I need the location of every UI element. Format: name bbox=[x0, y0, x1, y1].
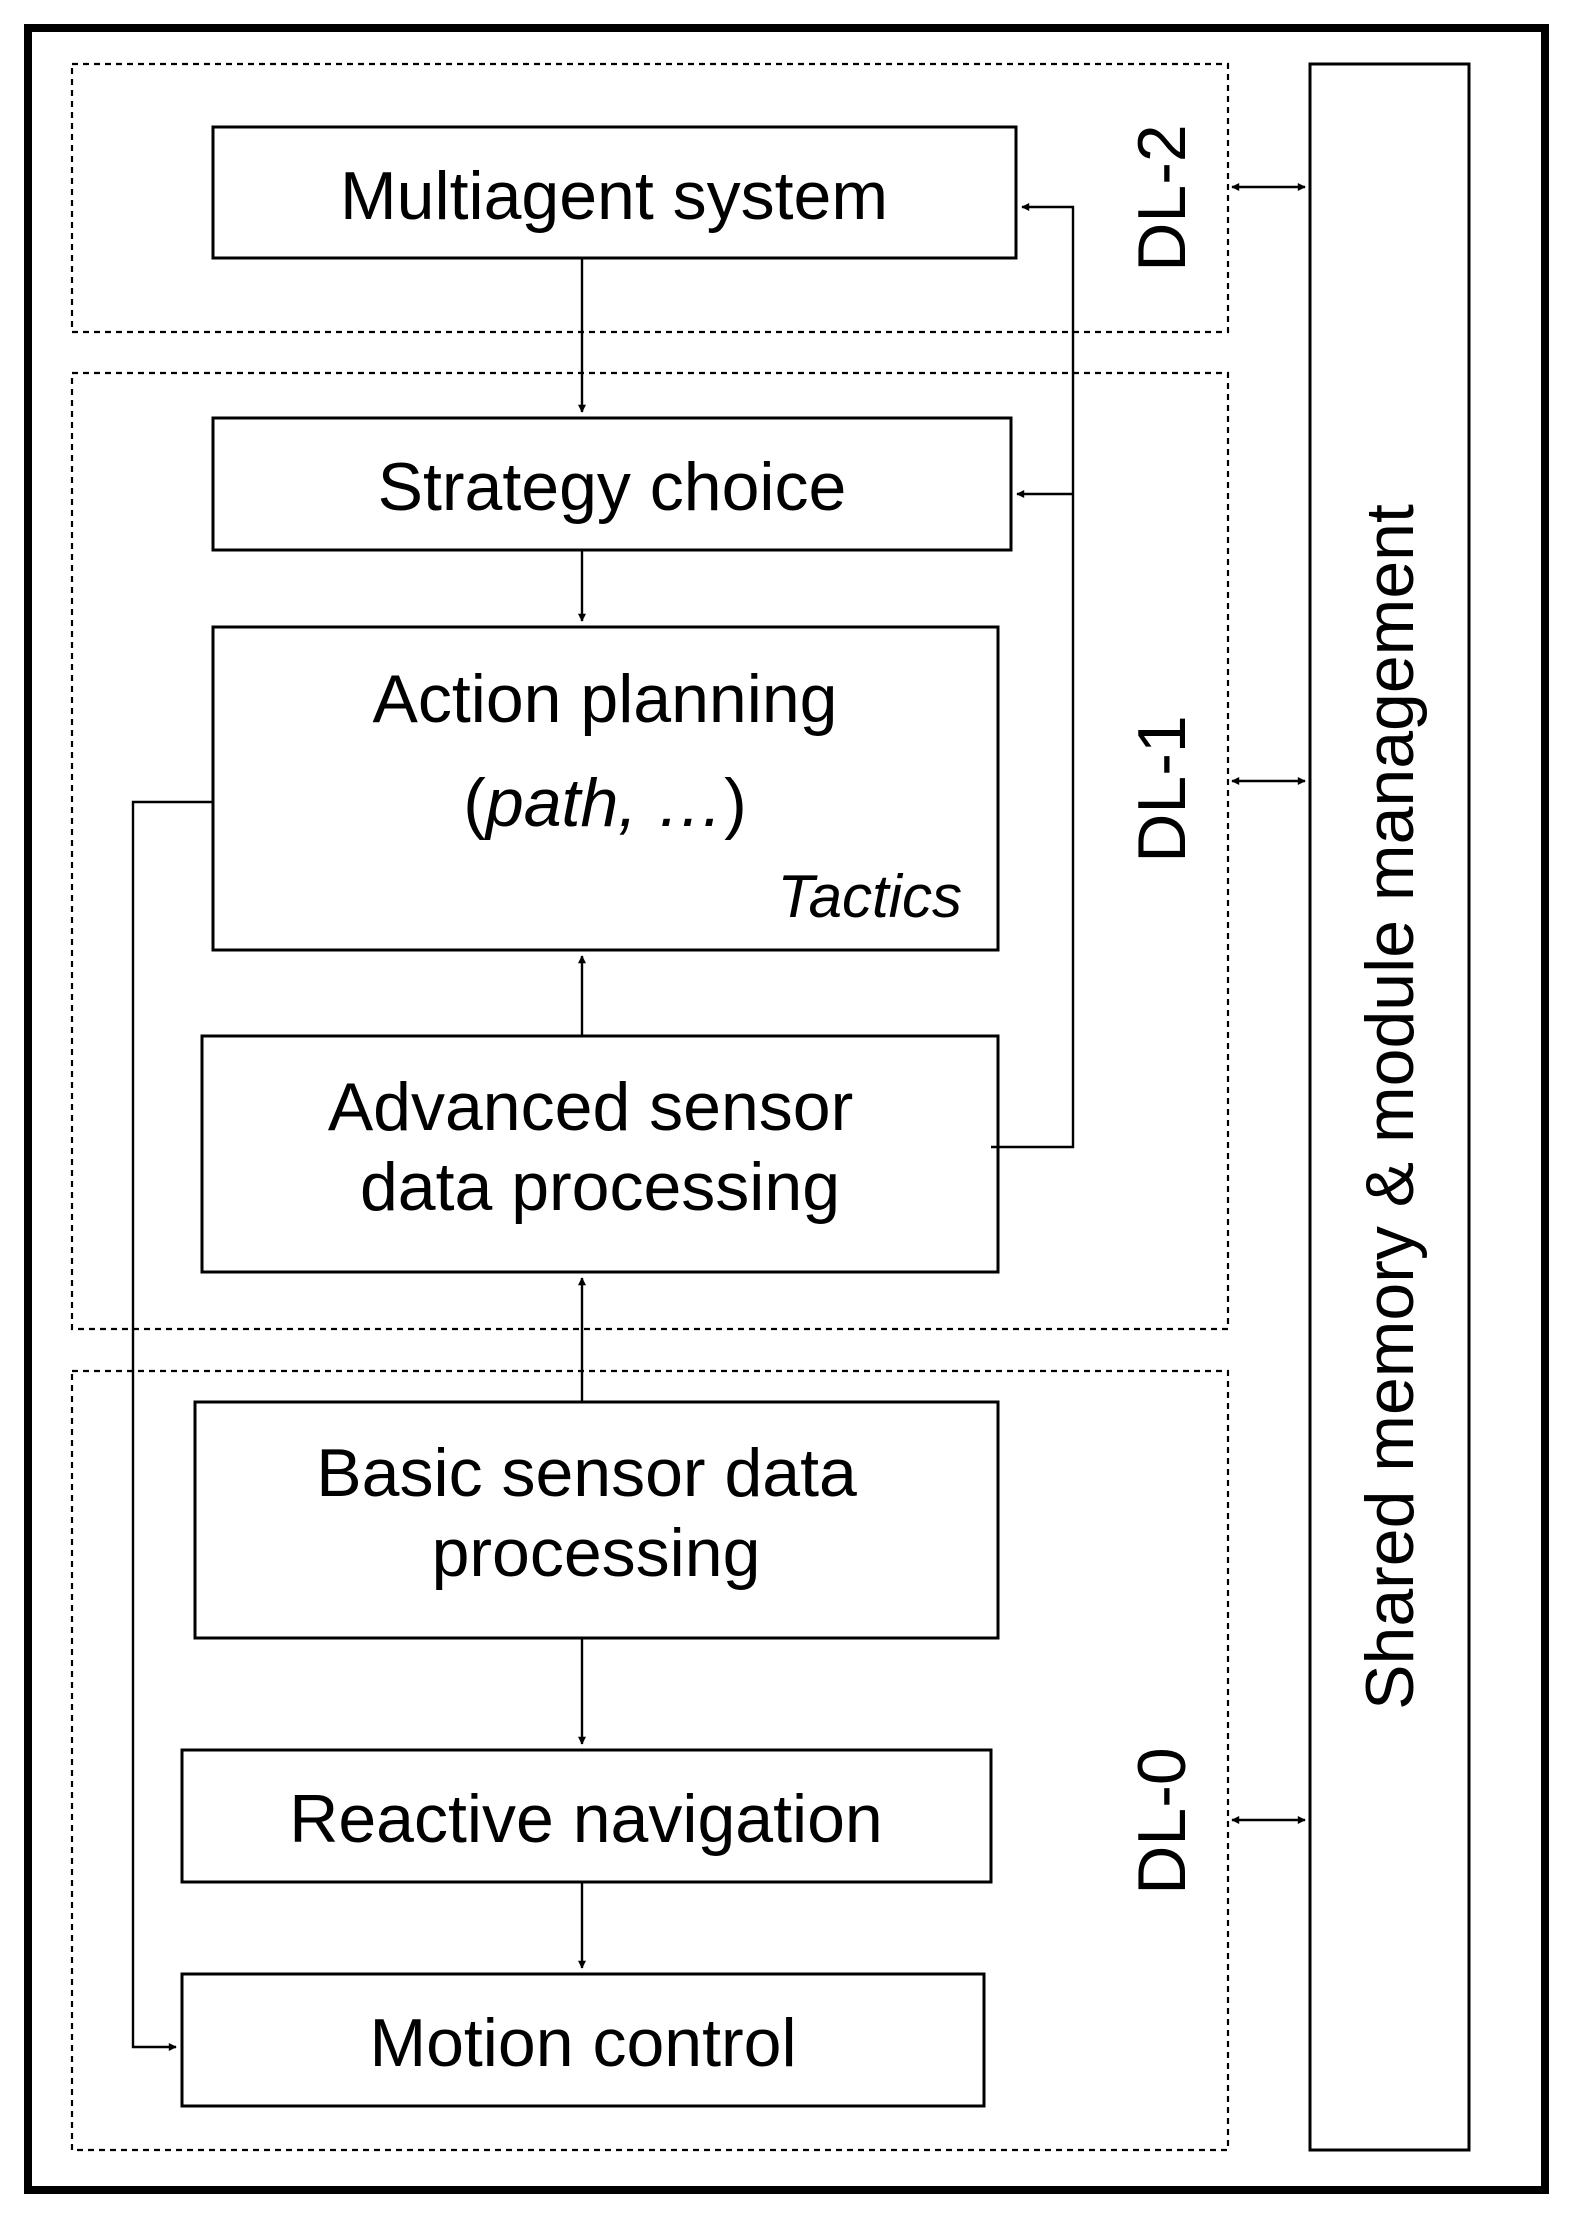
advanced-sensor-line-2: data processing bbox=[360, 1149, 840, 1225]
feedback-line-advanced-to-multiagent bbox=[991, 203, 1075, 1149]
svg-text:Advanced sensor data pro: Advanced sensor data processing bbox=[328, 1069, 872, 1225]
motion-control-box: Motion control bbox=[180, 1972, 986, 2108]
layer-label-dl1: DL-1 bbox=[1124, 715, 1200, 862]
svg-text:Action planning: Action planning bbox=[372, 661, 837, 737]
layer-dl2-region bbox=[70, 62, 1230, 334]
svg-text:Reactive navigation: Reactive navigation bbox=[289, 1781, 882, 1857]
outer-frame bbox=[24, 24, 1549, 2194]
basic-sensor-line-1: Basic sensor data bbox=[316, 1435, 857, 1511]
path-action-to-motion bbox=[131, 800, 213, 2051]
svg-text:Motion control: Motion control bbox=[369, 2005, 796, 2081]
tactics-label: Tactics bbox=[777, 863, 962, 930]
layer-dl1-region bbox=[70, 371, 1230, 1331]
action-planning-box: Action planning (path, …) Tactics bbox=[211, 625, 1000, 952]
multiagent-system-label: Multiagent system bbox=[340, 158, 888, 234]
multiagent-system-box: Multiagent system bbox=[211, 125, 1018, 260]
strategy-choice-box: Strategy choice bbox=[211, 416, 1013, 552]
action-planning-paren-close: ) bbox=[724, 765, 747, 841]
svg-text:Strategy choice: Strategy choice bbox=[378, 449, 847, 525]
svg-text:Basic sensor data proces: Basic sensor data processing bbox=[316, 1435, 875, 1591]
motion-control-label: Motion control bbox=[369, 2005, 796, 2081]
action-planning-detail: path, … bbox=[484, 765, 724, 841]
shared-memory-box bbox=[1308, 62, 1471, 2152]
layer-dl0-region bbox=[70, 1369, 1230, 2152]
action-planning-label: Action planning bbox=[372, 661, 837, 737]
advanced-sensor-line-1: Advanced sensor bbox=[328, 1069, 853, 1145]
basic-sensor-processing-box: Basic sensor data processing bbox=[193, 1400, 1000, 1640]
strategy-choice-label: Strategy choice bbox=[378, 449, 847, 525]
reactive-navigation-box: Reactive navigation bbox=[180, 1748, 993, 1884]
svg-text:Multiagent system: Multiagent system bbox=[340, 158, 888, 234]
layer-label-dl0: DL-0 bbox=[1124, 1747, 1200, 1894]
reactive-navigation-label: Reactive navigation bbox=[289, 1781, 882, 1857]
shared-memory-label: Shared memory & module management bbox=[1352, 504, 1428, 1710]
layer-label-dl2: DL-2 bbox=[1124, 124, 1200, 271]
action-planning-paren-open: ( bbox=[463, 765, 486, 841]
svg-text:(path, …): (path, …) bbox=[463, 765, 746, 841]
advanced-sensor-processing-box: Advanced sensor data processing bbox=[200, 1034, 1000, 1274]
basic-sensor-line-2: processing bbox=[432, 1515, 761, 1591]
